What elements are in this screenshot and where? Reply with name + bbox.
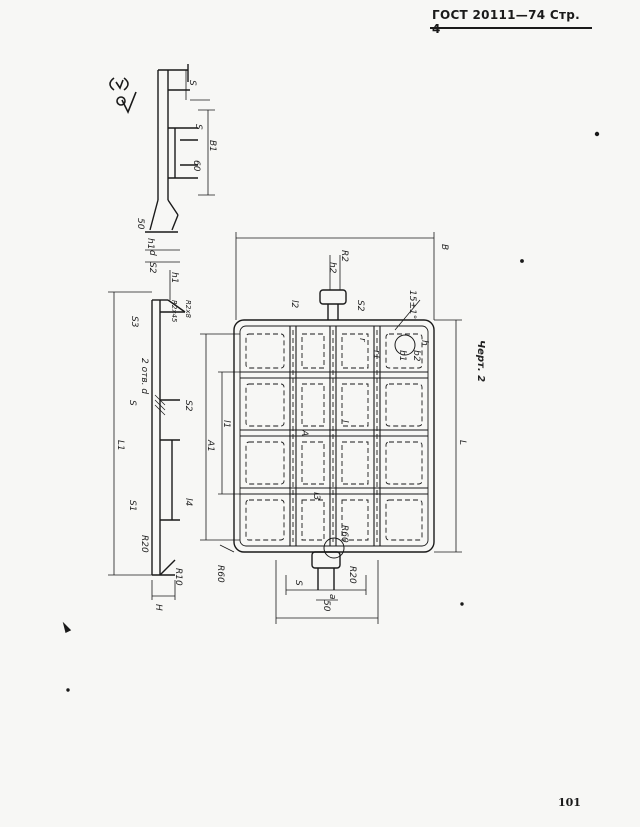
label-B: B [439,244,449,250]
label-l4: l4 [183,498,193,507]
label-A: A [299,429,309,436]
label-S-bottom: S [293,580,303,586]
label-R20-bottom: R20 [347,566,357,584]
label-A1: A1 [205,439,215,452]
label-l: l [339,420,349,423]
label-h1-section: h1 [169,272,179,283]
pallet-plan-view [200,232,462,624]
label-S2-top: S2 [147,262,157,274]
label-l1: l1 [221,420,231,428]
label-R20-left: R20 [139,535,149,553]
label-R2x45: R2x45 [170,300,178,323]
label-S3: S3 [129,316,139,328]
label-r1: r1 [371,350,381,359]
longitudinal-section [108,249,186,600]
label-S1: S1 [127,500,137,511]
label-h1-top: h1 [145,238,155,249]
label-R60-bottom: R60 [339,525,349,543]
page-header: ГОСТ 20111—74 Стр. 4 [432,8,592,36]
label-b2: b2 [411,350,421,362]
label-h: h [419,340,429,346]
label-R60-left: R60 [215,565,225,583]
page-number: 101 [558,796,581,809]
label-b1: b1 [397,350,407,361]
label-dim50-bottom: 50 [321,600,331,612]
figure-caption: Черт. 2 [475,340,486,382]
label-R2x8: R2x8 [184,300,192,318]
label-l3: l3 [311,492,321,501]
label-S2-section: S2 [183,400,193,412]
label-r: r [357,338,367,343]
label-S-section: S [127,400,137,406]
label-S-mid: S [193,124,203,130]
page-label: Стр. 4 [432,8,580,36]
label-angle: 15±1° [407,290,417,319]
label-d: d [147,250,157,256]
label-R10: R10 [173,568,183,586]
label-B1: B1 [207,140,217,152]
label-h2: h2 [327,262,337,274]
label-R2: R2 [339,250,349,262]
standard-number: ГОСТ 20111—74 [432,8,546,22]
top-side-profile [145,64,215,233]
label-l2: l2 [289,300,299,309]
label-a: a [327,594,337,600]
roughness-symbol [109,77,137,114]
label-holes: 2 отв. d [139,358,149,394]
label-H: H [153,604,163,611]
label-S-top: S [187,80,197,86]
label-S2-plan: S2 [355,300,365,312]
label-dim50: 50 [135,218,145,230]
label-dim60: 60 [191,160,201,172]
label-L1: L1 [115,440,125,451]
label-L: L [457,440,467,445]
header-rule [430,27,592,29]
